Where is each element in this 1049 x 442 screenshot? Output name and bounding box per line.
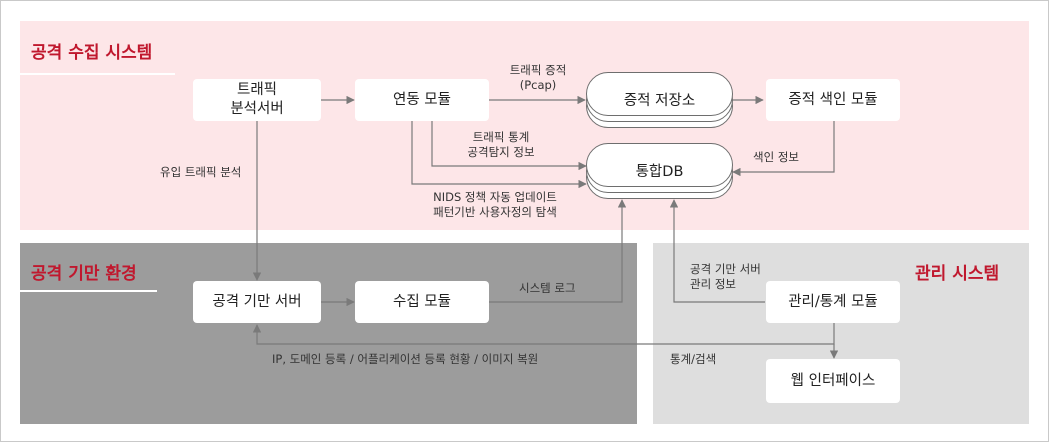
manage-region-title: 관리 시스템 [915, 264, 1000, 284]
collect-title-underline [20, 73, 175, 75]
traffic-stats-label-line2: 공격탐지 정보 [467, 145, 535, 159]
stats-search-label: 통계/검색 [670, 352, 717, 366]
traffic-server-label-line2: 분석서버 [230, 101, 284, 117]
traffic-server-label-line1: 트래픽 [236, 82, 278, 98]
inflow-traffic-analysis-label: 유입 트래픽 분석 [160, 165, 242, 179]
edge-link-to-db-stats [431, 121, 587, 171]
traffic-stats-label: 트래픽 통계 공격탐지 정보 [458, 130, 544, 160]
web-interface-node: 웹 인터페이스 [766, 359, 900, 403]
evidence-index-module-node: 증적 색인 모듈 [766, 79, 900, 121]
collect-region-title: 공격 수집 시스템 [31, 43, 153, 63]
traffic-evidence-label-line1: 트래픽 증적 [509, 63, 567, 77]
traffic-stats-label-line1: 트래픽 통계 [472, 130, 530, 144]
manage-stats-module-node: 관리/통계 모듈 [766, 281, 900, 323]
nids-policy-label-line1: NIDS 정책 자동 업데이트 [433, 190, 557, 204]
server-manage-info-label: 공격 기만 서버 관리 정보 [690, 262, 761, 292]
integrated-db-node: 통합DB [586, 143, 733, 199]
edge-link-to-db-nids [411, 121, 587, 189]
edge-manage-to-attack-server [252, 323, 835, 345]
edge-index-to-db [732, 121, 835, 177]
evidence-store-layer-top [586, 72, 733, 116]
evidence-store-label: 증적 저장소 [623, 92, 696, 109]
attack-deception-region [20, 243, 637, 424]
index-info-label: 색인 정보 [753, 150, 799, 164]
edge-manage-to-db [669, 199, 765, 303]
integrated-db-label: 통합DB [635, 163, 684, 180]
traffic-evidence-label-line2: (Pcap) [519, 78, 557, 92]
attack-deception-server-node: 공격 기만 서버 [193, 281, 321, 323]
ip-domain-registration-label: IP, 도메인 등록 / 어플리케이션 등록 현황 / 이미지 복원 [272, 352, 539, 366]
server-manage-info-line2: 관리 정보 [690, 277, 736, 291]
nids-policy-label: NIDS 정책 자동 업데이트 패턴기반 사용자정의 탐색 [420, 190, 570, 220]
collect-module-node: 수집 모듈 [355, 281, 489, 323]
attack-region-title: 공격 기만 환경 [31, 264, 137, 284]
traffic-evidence-label: 트래픽 증적 (Pcap) [498, 63, 578, 93]
traffic-analysis-server-node: 트래픽 분석서버 [193, 79, 321, 121]
evidence-store-node: 증적 저장소 [586, 72, 733, 128]
db-layer-top [586, 143, 733, 187]
link-module-node: 연동 모듈 [355, 79, 489, 121]
attack-title-underline [20, 290, 157, 292]
system-log-label: 시스템 로그 [519, 281, 576, 295]
server-manage-info-line1: 공격 기만 서버 [690, 262, 761, 276]
nids-policy-label-line2: 패턴기반 사용자정의 탐색 [433, 205, 557, 219]
edge-collect-to-db [489, 199, 627, 303]
attack-collection-region [20, 21, 1029, 230]
